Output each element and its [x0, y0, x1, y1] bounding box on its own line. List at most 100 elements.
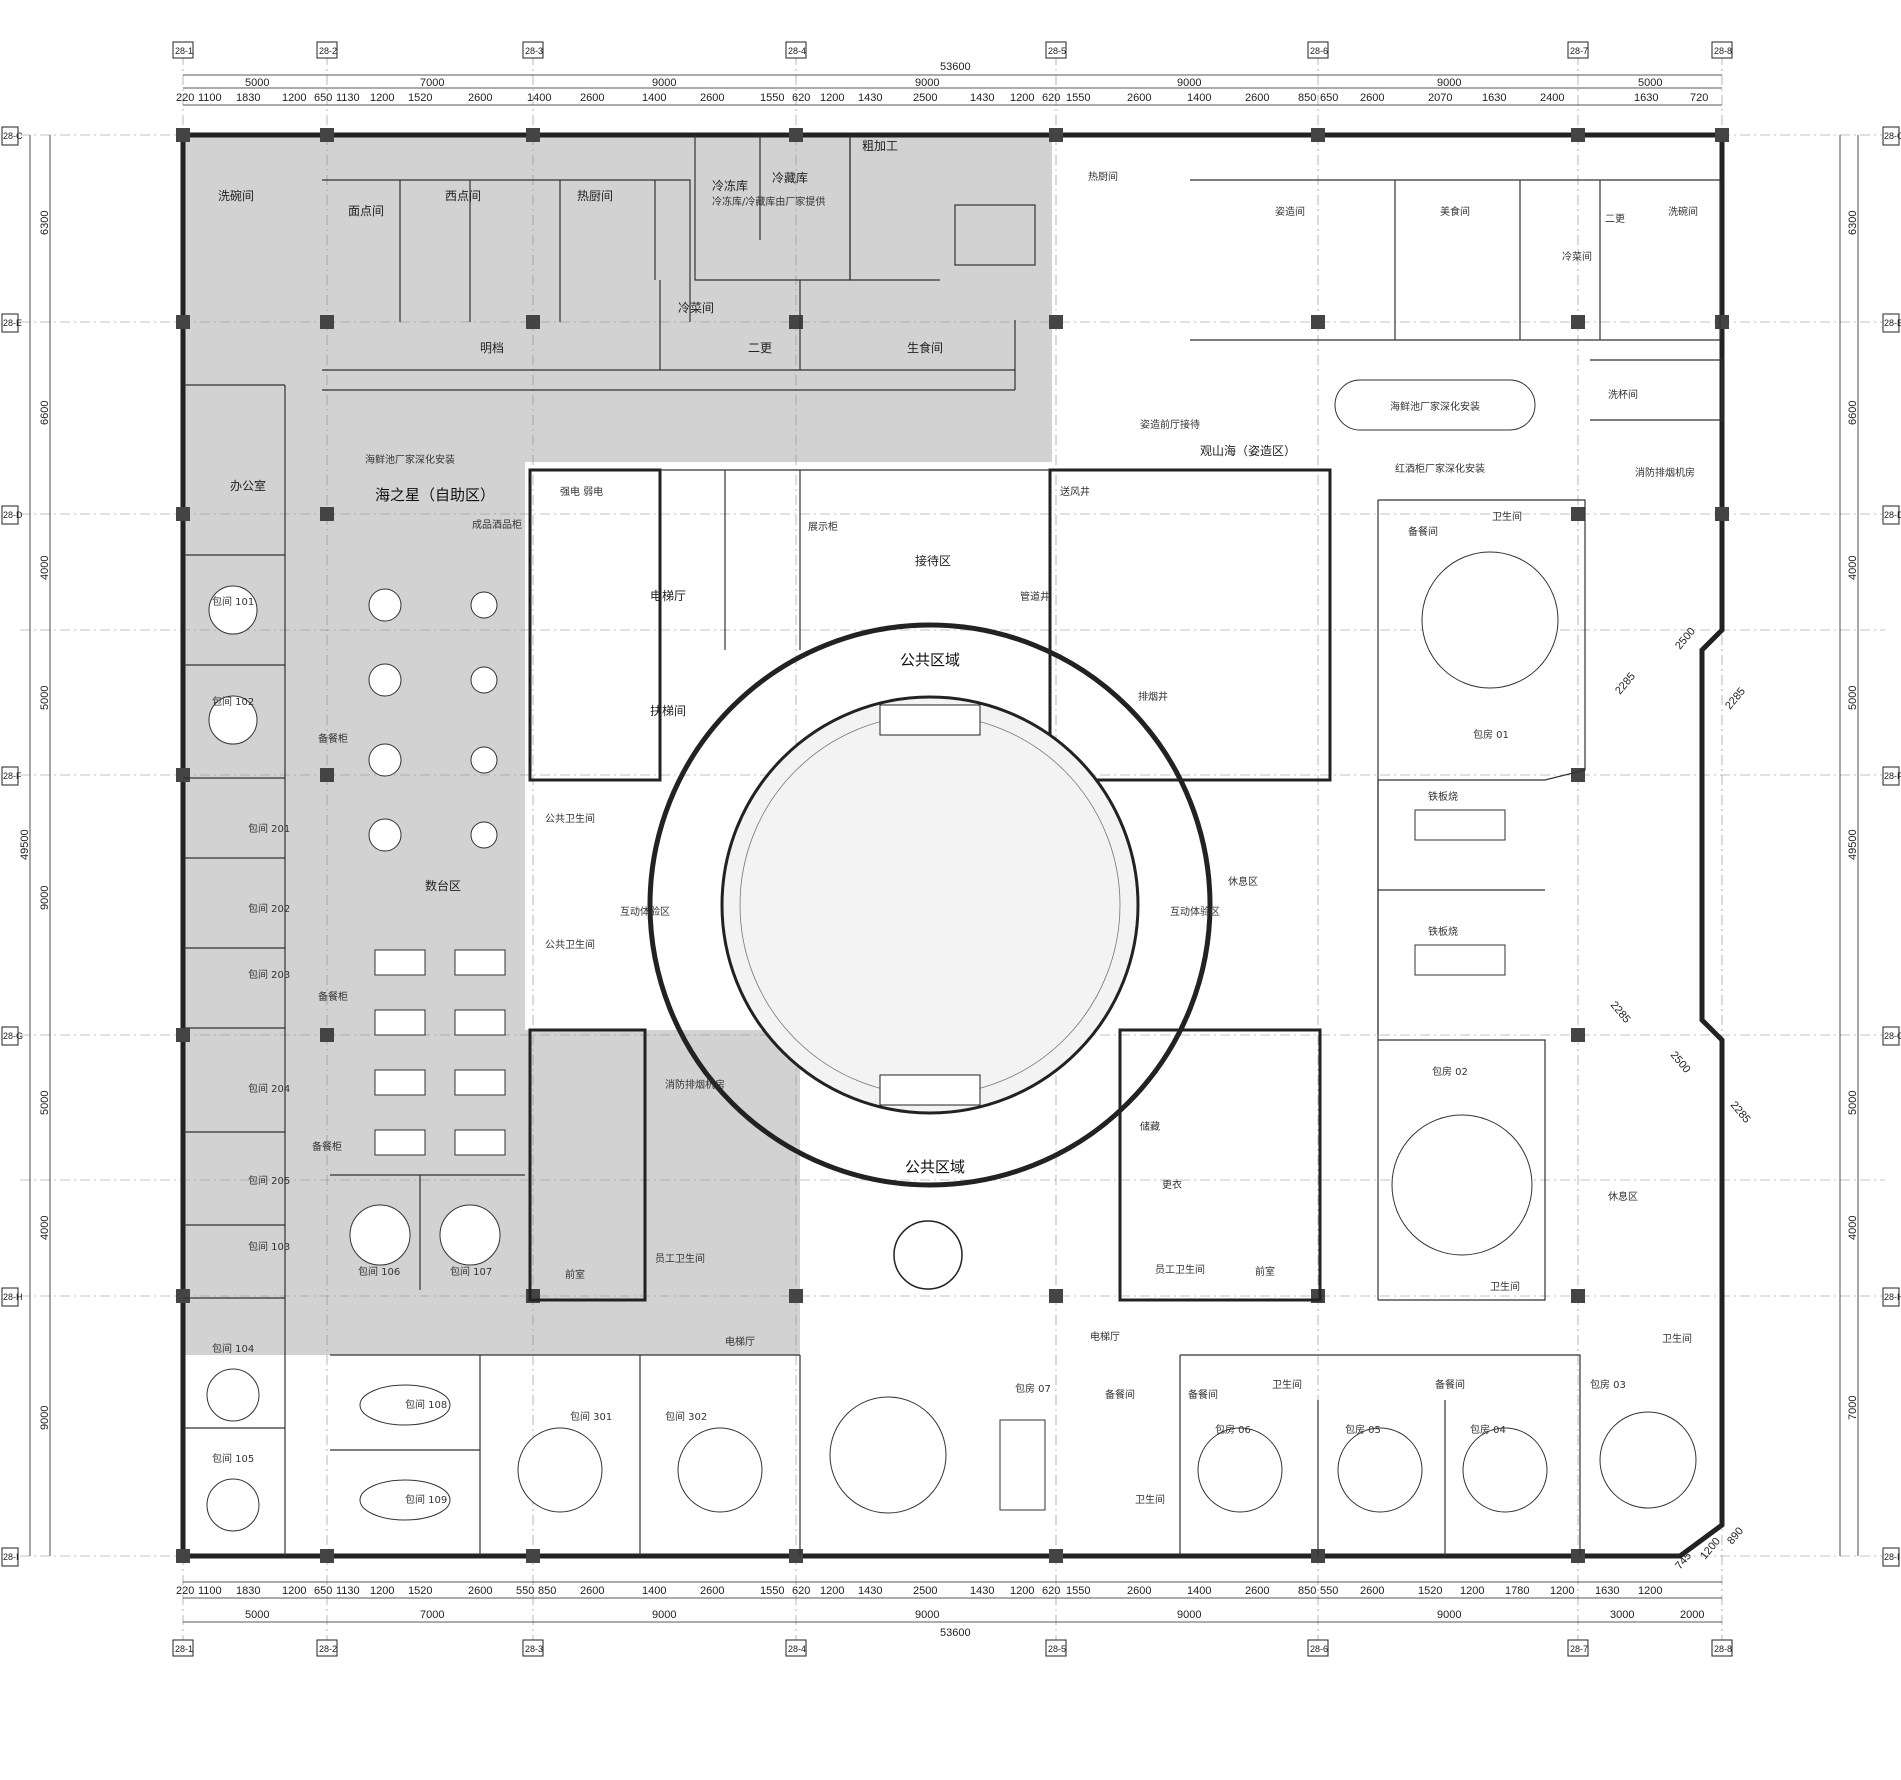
dim-bot-d-35: 1200 [1638, 1585, 1662, 1597]
label-public-wc-2: 公共卫生间 [545, 938, 595, 951]
dim-left-4: 5000 [39, 686, 51, 710]
label-teppan-1: 铁板烧 [1428, 790, 1458, 803]
label-sashimi-reception: 姿造前厅接待 [1140, 418, 1200, 431]
grid-tag-right-c: 28-C [1884, 131, 1901, 141]
grid-tag-left-f: 28-F [3, 771, 22, 781]
dim-bot-d-14: 2600 [700, 1585, 724, 1597]
shaded-zone [183, 135, 1052, 1355]
label-changing: 更衣 [1162, 1178, 1182, 1191]
dim-left-5: 9000 [39, 886, 51, 910]
label-pv-108: 包间 108 [405, 1398, 447, 1411]
grid-tag-bottom-2: 28-2 [319, 1644, 337, 1654]
dim-top-d-19: 1430 [970, 92, 994, 104]
dim-top-d-14: 1550 [760, 92, 784, 104]
grid-tag-top-6: 28-6 [1310, 46, 1328, 56]
dim-bot-d-27: 850 [1298, 1585, 1316, 1597]
dim-bot-d-34: 1630 [1595, 1585, 1619, 1597]
label-pv-201: 包间 201 [248, 822, 290, 835]
dim-overall-bottom: 53600 [940, 1627, 971, 1639]
dim-top-d-22: 1550 [1066, 92, 1090, 104]
dim-bot-bay-1: 5000 [245, 1609, 269, 1621]
label-fire-exhaust-right: 消防排烟机房 [1635, 466, 1695, 479]
dim-bot-bay-7: 3000 [1610, 1609, 1634, 1621]
dim-bot-d-6: 1130 [336, 1585, 360, 1597]
dim-bot-d-11: 850 [538, 1585, 556, 1597]
dim-bot-d-4: 1200 [282, 1585, 306, 1597]
dim-top-d-10: 1400 [527, 92, 551, 104]
dim-right-7: 7000 [1847, 1396, 1859, 1420]
top-grid-tags: 28-1 28-2 28-3 28-4 28-5 28-6 28-7 28-8 [172, 41, 1733, 59]
label-storage: 储藏 [1140, 1120, 1160, 1133]
label-wc: 卫生间 [1492, 510, 1522, 523]
grid-tag-right-d: 28-D [1884, 510, 1901, 520]
label-pv-301: 包间 301 [570, 1410, 612, 1423]
side-dimensions: 49500 49500 6300 6600 4000 5000 9000 500… [19, 135, 1859, 1556]
dim-top-d-33: 720 [1690, 92, 1708, 104]
dim-bot-d-17: 1200 [820, 1585, 844, 1597]
dim-top-d-26: 850 [1298, 92, 1316, 104]
label-spare-room-b3: 备餐间 [1105, 1388, 1135, 1401]
dim-top-d-4: 1200 [282, 92, 306, 104]
label-front-room-right: 前室 [1255, 1265, 1275, 1278]
label-elevator-hall-bottom-right: 电梯厅 [1090, 1330, 1120, 1343]
buffet-seating [368, 588, 506, 1156]
dim-left-1: 6300 [39, 211, 51, 235]
dim-top-d-13: 2600 [700, 92, 724, 104]
dim-diag-6: 2285 [1728, 1099, 1753, 1125]
label-pv-106: 包间 106 [358, 1265, 400, 1278]
dim-top-d-18: 2500 [913, 92, 937, 104]
grid-tag-bottom-6: 28-6 [1310, 1644, 1328, 1654]
dim-bot-d-33: 1200 [1550, 1585, 1574, 1597]
dim-bot-d-29: 2600 [1360, 1585, 1384, 1597]
label-chill-storage: 冷藏库 [772, 170, 808, 185]
dim-bot-d-25: 1400 [1187, 1585, 1211, 1597]
label-cold-room-right: 冷菜间 [1562, 250, 1592, 263]
label-lounge-right: 休息区 [1608, 1190, 1638, 1203]
grid-tag-left-c: 28-C [3, 131, 23, 141]
label-wash-right: 洗碗间 [1668, 205, 1698, 218]
grid-tag-bottom-4: 28-4 [788, 1644, 806, 1654]
grid-tag-left-g: 28-G [3, 1031, 23, 1041]
dim-top-d-27: 650 [1320, 92, 1338, 104]
label-pr-06: 包房 06 [1215, 1423, 1251, 1436]
label-standby-left: 备餐柜 [312, 1140, 342, 1153]
dim-top-d-8: 1520 [408, 92, 432, 104]
dim-right-1: 6300 [1847, 211, 1859, 235]
label-pv-302: 包间 302 [665, 1410, 707, 1423]
dim-top-d-6: 1130 [336, 92, 360, 104]
label-sea-view: 观山海（姿造区） [1200, 443, 1296, 458]
label-pv-109: 包间 109 [405, 1493, 447, 1506]
columns [176, 128, 1729, 1563]
dim-left-2: 6600 [39, 401, 51, 425]
label-buffet-zone: 海之星（自助区） [375, 486, 495, 504]
label-gourmet: 美食间 [1440, 205, 1470, 218]
label-storage-note: 冷冻库/冷藏库由厂家提供 [712, 195, 825, 208]
label-fan-room: 送风井 [1060, 485, 1090, 498]
dim-diag-7: 745 [1673, 1550, 1694, 1572]
grid-tag-top-2: 28-2 [319, 46, 337, 56]
label-pv-205: 包间 205 [248, 1174, 290, 1187]
label-pv-107: 包间 107 [450, 1265, 492, 1278]
label-wc-bottom: 卫生间 [1272, 1378, 1302, 1391]
dim-top-d-12: 1400 [642, 92, 666, 104]
label-pv-203: 包间 203 [248, 968, 290, 981]
label-fire-exhaust: 消防排烟机房 [665, 1078, 725, 1091]
dim-top-d-17: 1430 [858, 92, 882, 104]
dim-bot-d-26: 2600 [1245, 1585, 1269, 1597]
label-interactive-right: 互动体验区 [1170, 905, 1220, 918]
dim-bot-d-15: 1550 [760, 1585, 784, 1597]
label-lounge-mid: 休息区 [1228, 875, 1258, 888]
dim-bot-d-2: 1100 [198, 1585, 222, 1597]
dim-overall-left: 49500 [19, 829, 31, 860]
dim-bot-d-3: 1830 [236, 1585, 260, 1597]
dim-bot-d-19: 2500 [913, 1585, 937, 1597]
grid-tag-bottom-5: 28-5 [1048, 1644, 1066, 1654]
dim-bot-bay-5: 9000 [1177, 1609, 1201, 1621]
label-pr-01: 包房 01 [1473, 728, 1509, 741]
label-public-wc: 公共卫生间 [545, 812, 595, 825]
label-pv-103: 包间 103 [248, 1240, 290, 1253]
label-public-zone-top: 公共区域 [900, 651, 960, 669]
label-spare-room-b1: 备餐间 [1188, 1388, 1218, 1401]
grid-tag-right-i: 28-I [1884, 1552, 1900, 1562]
